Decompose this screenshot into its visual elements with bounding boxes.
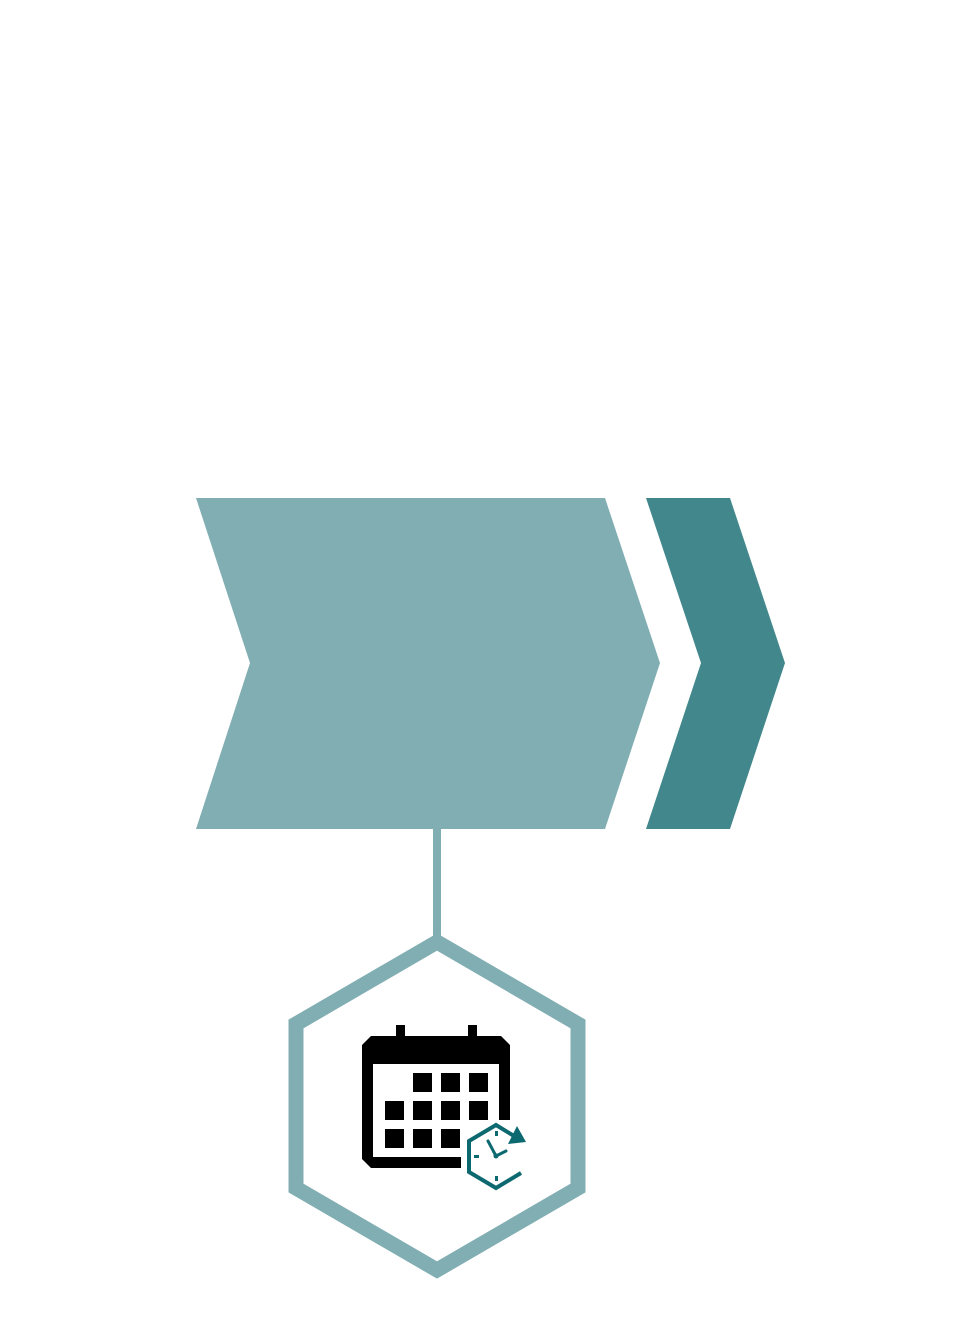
calendar-day-grid (385, 1073, 488, 1148)
calendar-clock-icon (362, 1025, 526, 1191)
calendar-ring-left (396, 1025, 405, 1038)
next-chevron (646, 498, 785, 829)
clock-arrowhead (508, 1126, 526, 1144)
hexagon-frame (288, 933, 586, 1279)
calendar-ring-right (468, 1025, 477, 1038)
calendar-frame (362, 1036, 510, 1168)
clock-hexagon-arrow (467, 1122, 523, 1191)
clock-center (493, 1153, 499, 1159)
clock-icon (467, 1122, 526, 1191)
connector-line (433, 829, 441, 937)
clock-ticks (474, 1131, 498, 1181)
main-chevron (196, 498, 660, 829)
